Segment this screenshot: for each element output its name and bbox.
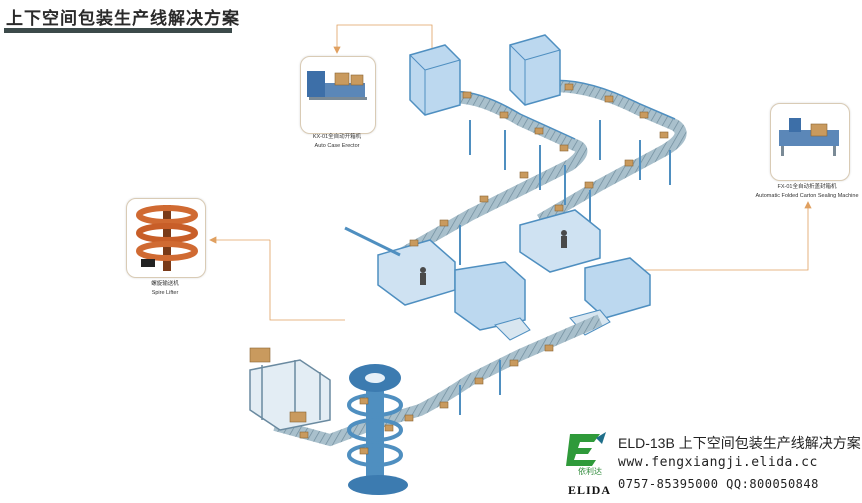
carton-sealer-left [454,261,531,341]
case-erector-name-cn: KX-01全自动开箱机 [312,134,362,140]
page-title: 上下空间包装生产线解决方案 [6,9,240,28]
cartons [249,83,669,455]
case-erector-cabinet-left [409,44,461,116]
callout-carton-sealer [770,103,850,181]
title-underline [4,28,232,33]
workers [420,230,567,285]
elida-logo-icon [566,432,606,466]
case-erector-name-en: Auto Case Erector [314,143,360,149]
carton-sealer-name-cn: FX-01全自动折盖封箱机 [777,184,837,190]
product-line-title: ELD-13B 上下空间包装生产线解决方案 [618,435,861,451]
case-erector-cabinet-right [509,34,561,106]
spiral-lifter-tower [347,364,408,495]
contact-info: 0757-85395000 QQ:800050848 [618,477,819,491]
carton-sealer-image [779,118,839,156]
logo-brand-name: ELIDA [568,483,612,497]
logo-chinese-name: 依利达 [578,467,602,476]
spiral-lifter-name-cn: 螺旋输送机 [151,281,179,287]
packing-station-right [519,209,601,273]
callout-case-erector [300,56,376,134]
callout-arrows [209,24,812,321]
callout-spiral-lifter [126,198,206,278]
spiral-lifter-image [136,205,198,271]
spiral-lifter-name-en: Spire Lifter [151,290,179,296]
case-erector-image [307,71,367,100]
website-link[interactable]: www.fengxiangji.elida.cc [618,455,818,470]
palletizer-frame [249,359,331,431]
lower-conveyor [273,314,603,447]
carton-sealer-name-en: Automatic Folded Carton Sealing Machine [755,193,859,199]
